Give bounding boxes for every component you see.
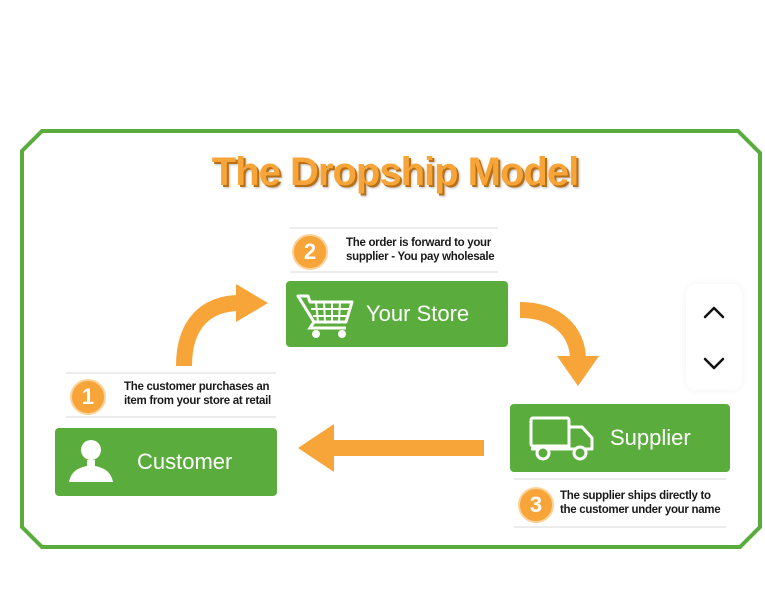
node-customer: Customer: [55, 428, 277, 496]
scroll-down-button[interactable]: [694, 344, 734, 384]
step-rule: [290, 271, 498, 273]
arrow-customer-to-store: [176, 284, 268, 367]
shopping-cart-icon: [296, 294, 354, 338]
node-label: Customer: [137, 449, 233, 474]
node-supplier: Supplier: [510, 404, 730, 472]
person-icon: [69, 440, 113, 482]
step-3-badge: 3: [518, 487, 554, 523]
node-label: Your Store: [366, 301, 470, 326]
arrow-store-to-supplier: [519, 302, 599, 386]
step-1-text: The customer purchases an item from your…: [124, 381, 271, 407]
step-rule: [290, 227, 498, 229]
diagram-title: The Dropship Model: [211, 150, 579, 194]
step-2-text: The order is forward to your supplier - …: [346, 237, 495, 263]
delivery-truck-icon: [529, 416, 594, 461]
step-3-text: The supplier ships directly to the custo…: [560, 490, 721, 516]
step-1-badge: 1: [70, 379, 106, 415]
step-rule: [66, 416, 276, 418]
step-2-badge: 2: [292, 234, 328, 270]
chevron-up-icon: [703, 306, 725, 319]
arrow-supplier-to-customer: [298, 424, 484, 472]
step-1-callout: 1 The customer purchases an item from yo…: [66, 372, 276, 418]
step-rule: [66, 372, 276, 374]
step-3-callout: 3 The supplier ships directly to the cus…: [514, 478, 726, 528]
step-rule: [514, 478, 726, 480]
node-your-store: Your Store: [286, 281, 508, 347]
step-rule: [514, 526, 726, 528]
chevron-down-icon: [703, 357, 725, 370]
scroll-up-button[interactable]: [694, 292, 734, 332]
scroll-controls: [686, 284, 742, 390]
node-label: Supplier: [610, 425, 691, 450]
step-2-callout: 2 The order is forward to your supplier …: [290, 227, 498, 273]
